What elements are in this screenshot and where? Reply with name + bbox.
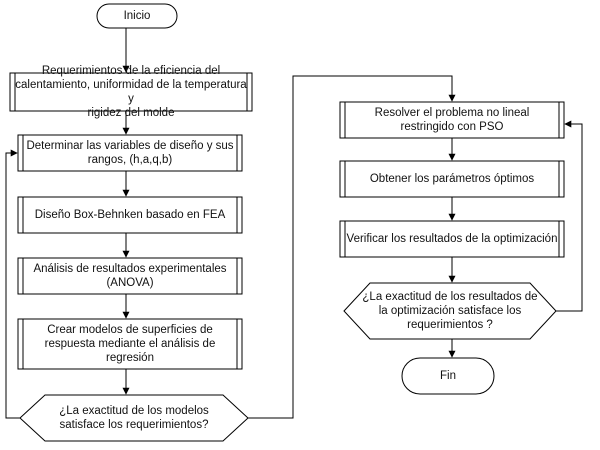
process-box-pso [339, 101, 565, 139]
step-optimal-params-label: Obtener los parámetros óptimos [369, 173, 535, 185]
decision-models-label: ¿La exactitud de los modelos satisface l… [59, 405, 209, 431]
arrow-decision-to-pso [248, 75, 456, 419]
step-design-variables-label: Determinar las variables de diseño y sus… [26, 140, 234, 166]
step-verify-label: Verificar los resultados de la optimizac… [346, 233, 558, 245]
arrow-optimization-loop-back [556, 120, 583, 312]
step-box-behnken-label: Diseño Box-Behnken basado en FEA [34, 209, 226, 221]
process-box-optimal-params [339, 160, 565, 198]
start-terminal-shape [96, 3, 178, 29]
end-terminal-shape [401, 357, 495, 395]
process-box-design-variables [17, 134, 243, 172]
arrow-decision-loop-back [5, 149, 20, 419]
process-box-verify [339, 220, 565, 258]
start-label: Inicio [123, 10, 151, 22]
process-box-box-behnken [17, 196, 243, 234]
step-pso-label: Resolver el problema no lineal restringi… [374, 107, 530, 133]
step-anova-label: Análisis de resultados experimentales (A… [33, 263, 227, 289]
process-box-requirements [9, 72, 253, 112]
step-requirements-label: Requerimientos de la eficiencia del cale… [15, 65, 247, 119]
decision-optimization-label: ¿La exactitud de los resultados de la op… [362, 291, 538, 331]
end-label: Fin [440, 370, 456, 382]
process-box-anova [17, 257, 243, 295]
step-regression-label: Crear modelos de superficies de respuest… [44, 324, 216, 364]
process-box-regression [17, 318, 243, 370]
